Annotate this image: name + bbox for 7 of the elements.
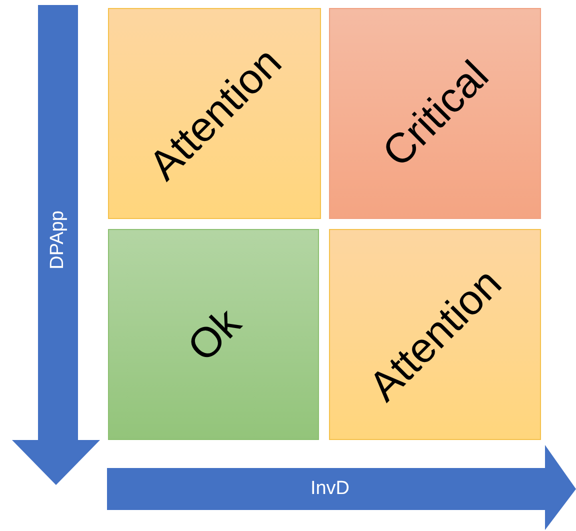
quadrant-label: Ok [176, 298, 250, 372]
quadrant-box [329, 229, 541, 440]
axis-label: InvD [310, 476, 350, 501]
quadrant-box [108, 229, 319, 440]
quadrant-box [329, 8, 541, 219]
quadrant-box [108, 8, 321, 219]
axis-label: DPApp [46, 210, 69, 270]
